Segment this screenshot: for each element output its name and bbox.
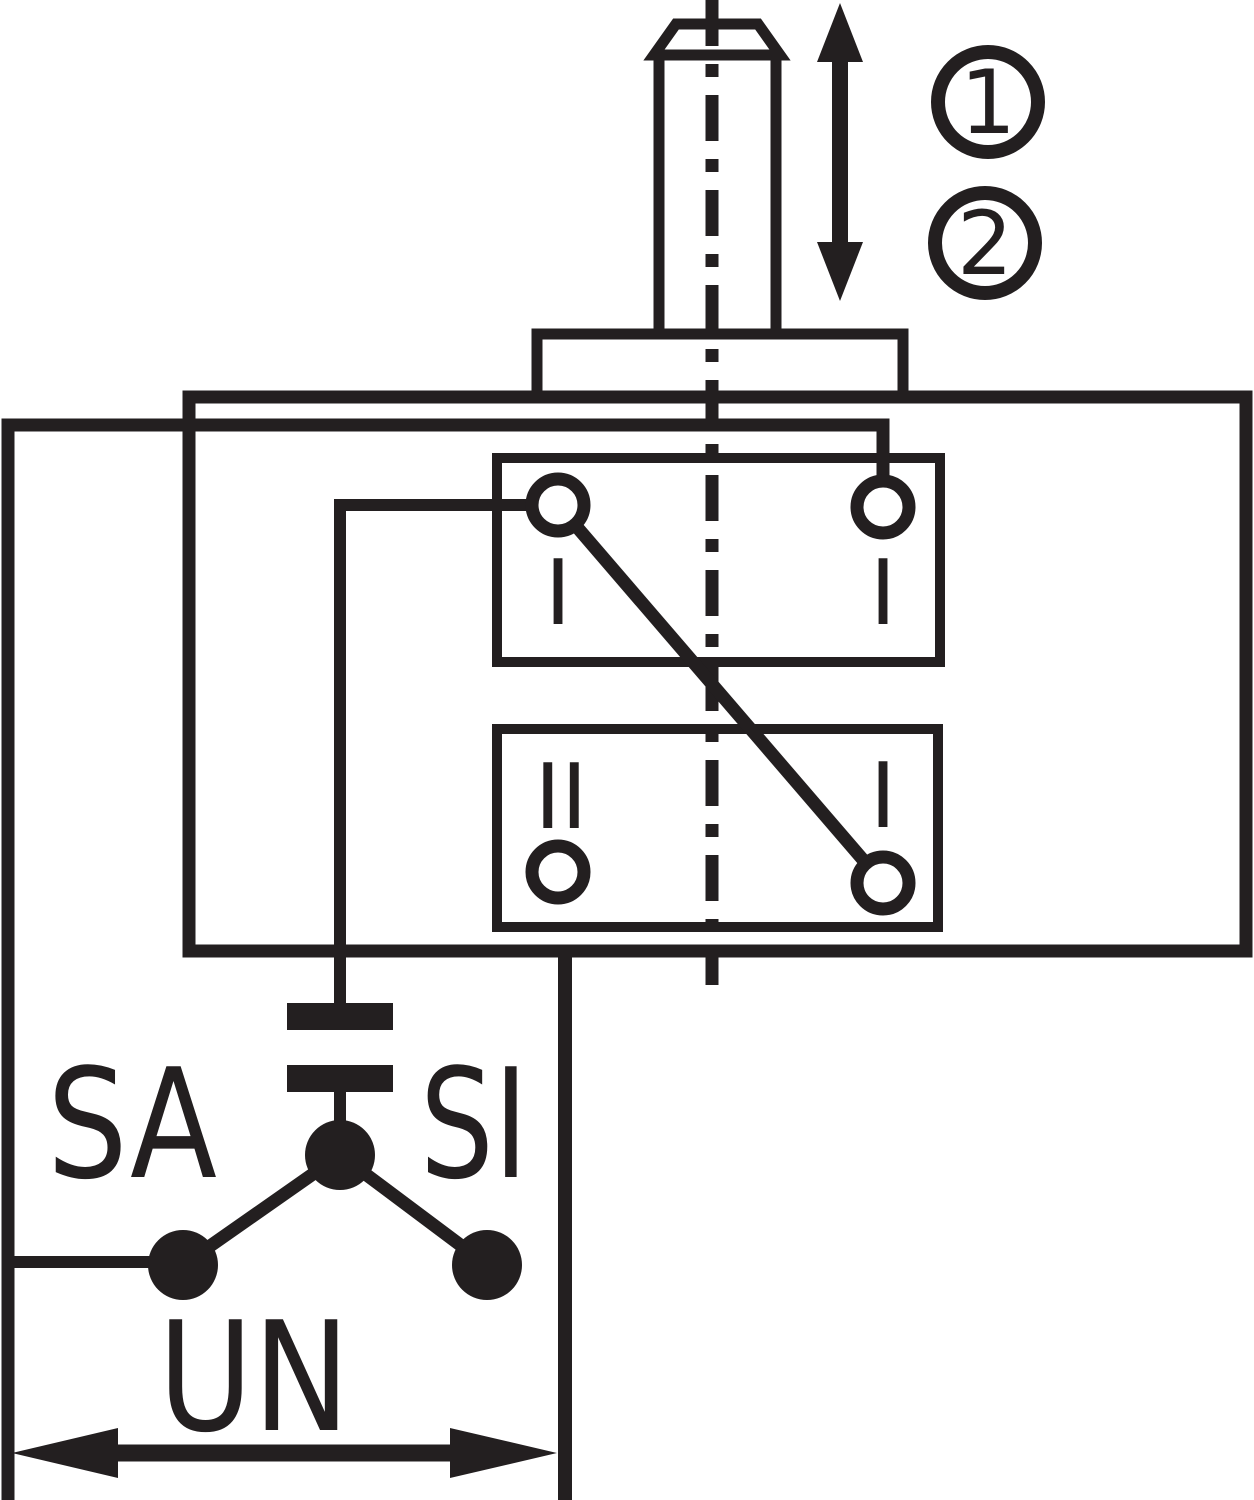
contact-gap-plate-top xyxy=(287,1003,393,1030)
mark-top-right: I xyxy=(870,541,897,646)
travel-span-arrow-horizontal xyxy=(12,1428,557,1478)
terminal-bottom-right xyxy=(850,850,916,916)
callout-2-circle xyxy=(928,186,1042,300)
callout-2-number: 2 xyxy=(957,192,1013,295)
si-point-dot xyxy=(452,1230,522,1300)
contact-gap-plate-bottom xyxy=(287,1065,393,1092)
contact-bridge-diagonal xyxy=(553,500,888,888)
travel-arrow-down-head xyxy=(817,242,863,301)
wire-left-rail-to-right-terminal xyxy=(1,418,890,1500)
callout-1-number: 1 xyxy=(960,51,1016,154)
travel-arrow-up-head xyxy=(817,3,863,62)
label-sa: SA xyxy=(47,1036,217,1213)
label-si: SI xyxy=(420,1036,528,1213)
callout-2-badge: 2 xyxy=(928,186,1042,300)
travel-span-arrow-right-head xyxy=(450,1428,557,1478)
terminal-top-left xyxy=(525,472,591,538)
wire-left-terminal-to-capacitor xyxy=(334,499,558,1003)
mark-top-left: I xyxy=(545,541,572,646)
mounting-flange xyxy=(531,328,909,403)
travel-arrow-vertical xyxy=(817,3,863,301)
sa-point-dot xyxy=(148,1230,218,1300)
label-un: UN xyxy=(158,1289,350,1466)
junction-dot xyxy=(305,1120,375,1190)
callout-1-circle xyxy=(931,45,1045,159)
mark-bottom-right: I xyxy=(870,744,897,849)
terminal-top-right xyxy=(850,474,916,540)
terminal-bottom-left xyxy=(525,839,591,905)
mark-bottom-left: II xyxy=(534,745,587,850)
travel-span-arrow-left-head xyxy=(12,1428,118,1478)
callout-1-badge: 1 xyxy=(931,45,1045,159)
